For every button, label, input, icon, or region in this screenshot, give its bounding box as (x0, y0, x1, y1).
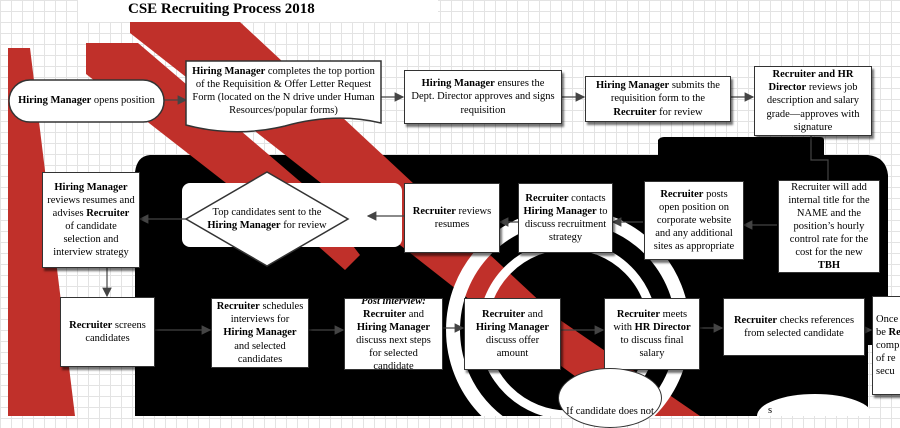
complete-requisition-form: Hiring Manager completes the top portion… (186, 61, 381, 125)
decision-shape (184, 171, 350, 267)
terminator-shape (8, 79, 165, 123)
post-open-position: Recruiter posts open position on corpora… (644, 181, 744, 260)
discuss-offer-amount: Recruiter and Hiring Manager discuss off… (464, 298, 561, 370)
top-candidates-label: Top candidates sent to the Hiring Manage… (207, 206, 327, 231)
not-partial-label: If candidate does not (566, 406, 654, 417)
post-interview-label: Post interview: Recruiter and Hiring Man… (356, 298, 431, 370)
final-salary-label: Recruiter meets with HR Director to disc… (613, 308, 691, 360)
dept-approval-label: Hiring Manager ensures the Dept. Directo… (411, 78, 555, 116)
add-title-label: Recruiter will add internal title for th… (788, 181, 870, 272)
bottom-partial-node: s (760, 404, 780, 418)
page-title: CSE Recruiting Process 2018 (78, 0, 438, 22)
connectors (102, 92, 873, 335)
hr-director-review: Recruiter and HR Director reviews job de… (754, 66, 872, 136)
screen-label: Recruiter screens candidates (69, 319, 146, 344)
complete-form-label: Hiring Manager completes the top portion… (192, 66, 375, 117)
white-blob (757, 394, 873, 416)
top-candidates-decision: Top candidates sent to the Hiring Manage… (196, 192, 338, 246)
review-resumes: Recruiter reviews resumes (404, 183, 500, 253)
add-internal-title: Recruiter will add internal title for th… (778, 180, 880, 273)
hiring-manager-advises: Hiring Manager reviews resumes and advis… (42, 172, 140, 268)
references-label: Recruiter checks references from selecte… (733, 314, 855, 339)
director-approves-requisition: Hiring Manager ensures the Dept. Directo… (404, 70, 562, 124)
hm-advise-label: Hiring Manager reviews resumes and advis… (47, 181, 135, 259)
check-references: Recruiter checks references from selecte… (723, 298, 865, 356)
document-shape (185, 60, 382, 133)
final-step-partial: Once o be Re comp of re secu (872, 296, 900, 395)
bottom-partial-label: s (767, 405, 773, 417)
schedule-interviews: Recruiter schedules interviews for Hirin… (211, 298, 309, 368)
discuss-final-salary: Recruiter meets with HR Director to disc… (604, 298, 700, 370)
hr-review-label: Recruiter and HR Director reviews job de… (766, 69, 860, 133)
once-partial-label: Once o be Re comp of re secu (876, 313, 900, 378)
candidate-declines-partial: If candidate does not (558, 368, 662, 428)
connector (810, 136, 829, 180)
hiring-manager-opens-position: Hiring Manager opens position (9, 80, 164, 122)
open-position-label: Hiring Manager opens position (18, 95, 155, 107)
submit-requisition-form: Hiring Manager submits the requisition f… (585, 76, 731, 122)
screen-candidates: Recruiter screens candidates (60, 297, 155, 367)
contact-hm-label: Recruiter contacts Hiring Manager to dis… (523, 192, 608, 244)
contact-hiring-manager: Recruiter contacts Hiring Manager to dis… (518, 183, 613, 253)
review-resumes-label: Recruiter reviews resumes (412, 205, 492, 230)
post-interview-next-steps: Post interview: Recruiter and Hiring Man… (344, 298, 443, 370)
offer-amount-label: Recruiter and Hiring Manager discuss off… (475, 308, 550, 360)
post-position-label: Recruiter posts open position on corpora… (653, 188, 735, 253)
schedule-label: Recruiter schedules interviews for Hirin… (216, 301, 304, 365)
red-band-left (8, 48, 75, 416)
submit-form-label: Hiring Manager submits the requisition f… (596, 80, 720, 118)
shapes (8, 60, 382, 267)
